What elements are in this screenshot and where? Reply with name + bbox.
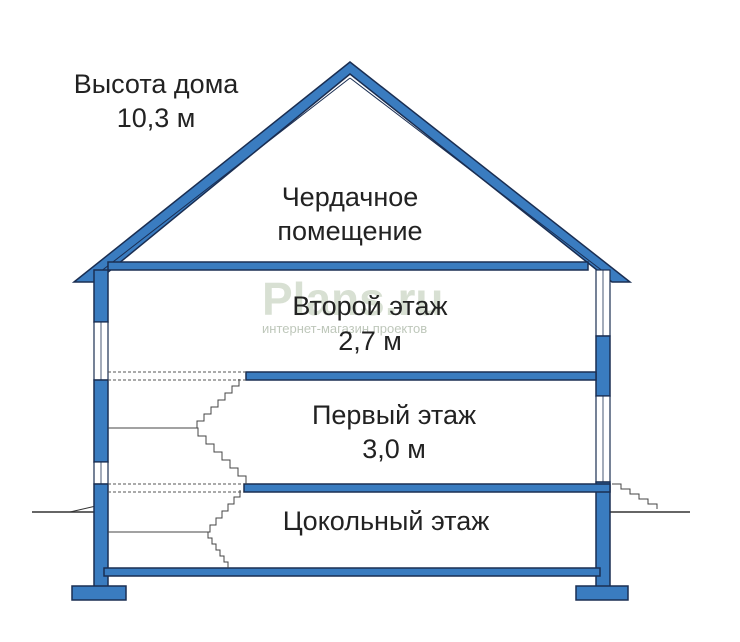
stairs-lower-profile [204, 531, 229, 568]
stairs-lower [204, 490, 241, 568]
second-floor-slab [245, 371, 597, 381]
watermark-brand: Plans.ru [262, 273, 444, 325]
stairs-outside [612, 483, 658, 509]
stairs-upper-profile [190, 427, 247, 484]
stairs-upper [190, 379, 247, 484]
watermark-tagline: интернет-магазин проектов [262, 321, 428, 336]
basement-floor-slab [103, 567, 601, 577]
basement-label: Цокольный этаж [282, 506, 490, 536]
total-height-value: 10,3 м [116, 103, 196, 133]
right-wall-middle [595, 335, 611, 397]
attic-floor-slab [107, 261, 589, 271]
roof-inner-edge-left [99, 77, 351, 273]
attic-label-line1: Чердачное [281, 182, 419, 212]
attic-label-line2: помещение [277, 216, 423, 246]
stairs-lower-profile [204, 490, 241, 533]
second-floor-height: 2,7 м [338, 326, 402, 356]
total-height-label: Высота дома [73, 69, 239, 99]
first-floor-height: 3,0 м [362, 434, 426, 464]
first-floor-slab [243, 483, 611, 493]
left-wall-middle [93, 379, 109, 463]
first-floor-label: Первый этаж [311, 400, 477, 430]
stairs-upper-profile [190, 379, 240, 429]
ground-slope-left [69, 505, 97, 513]
right-footing [575, 585, 629, 601]
roof-inner-edge-right [349, 77, 605, 273]
stairs-outside-profile [612, 483, 658, 509]
left-footing [71, 585, 127, 601]
left-wall-upper [93, 269, 109, 323]
second-floor-label: Второй этаж [292, 291, 448, 321]
